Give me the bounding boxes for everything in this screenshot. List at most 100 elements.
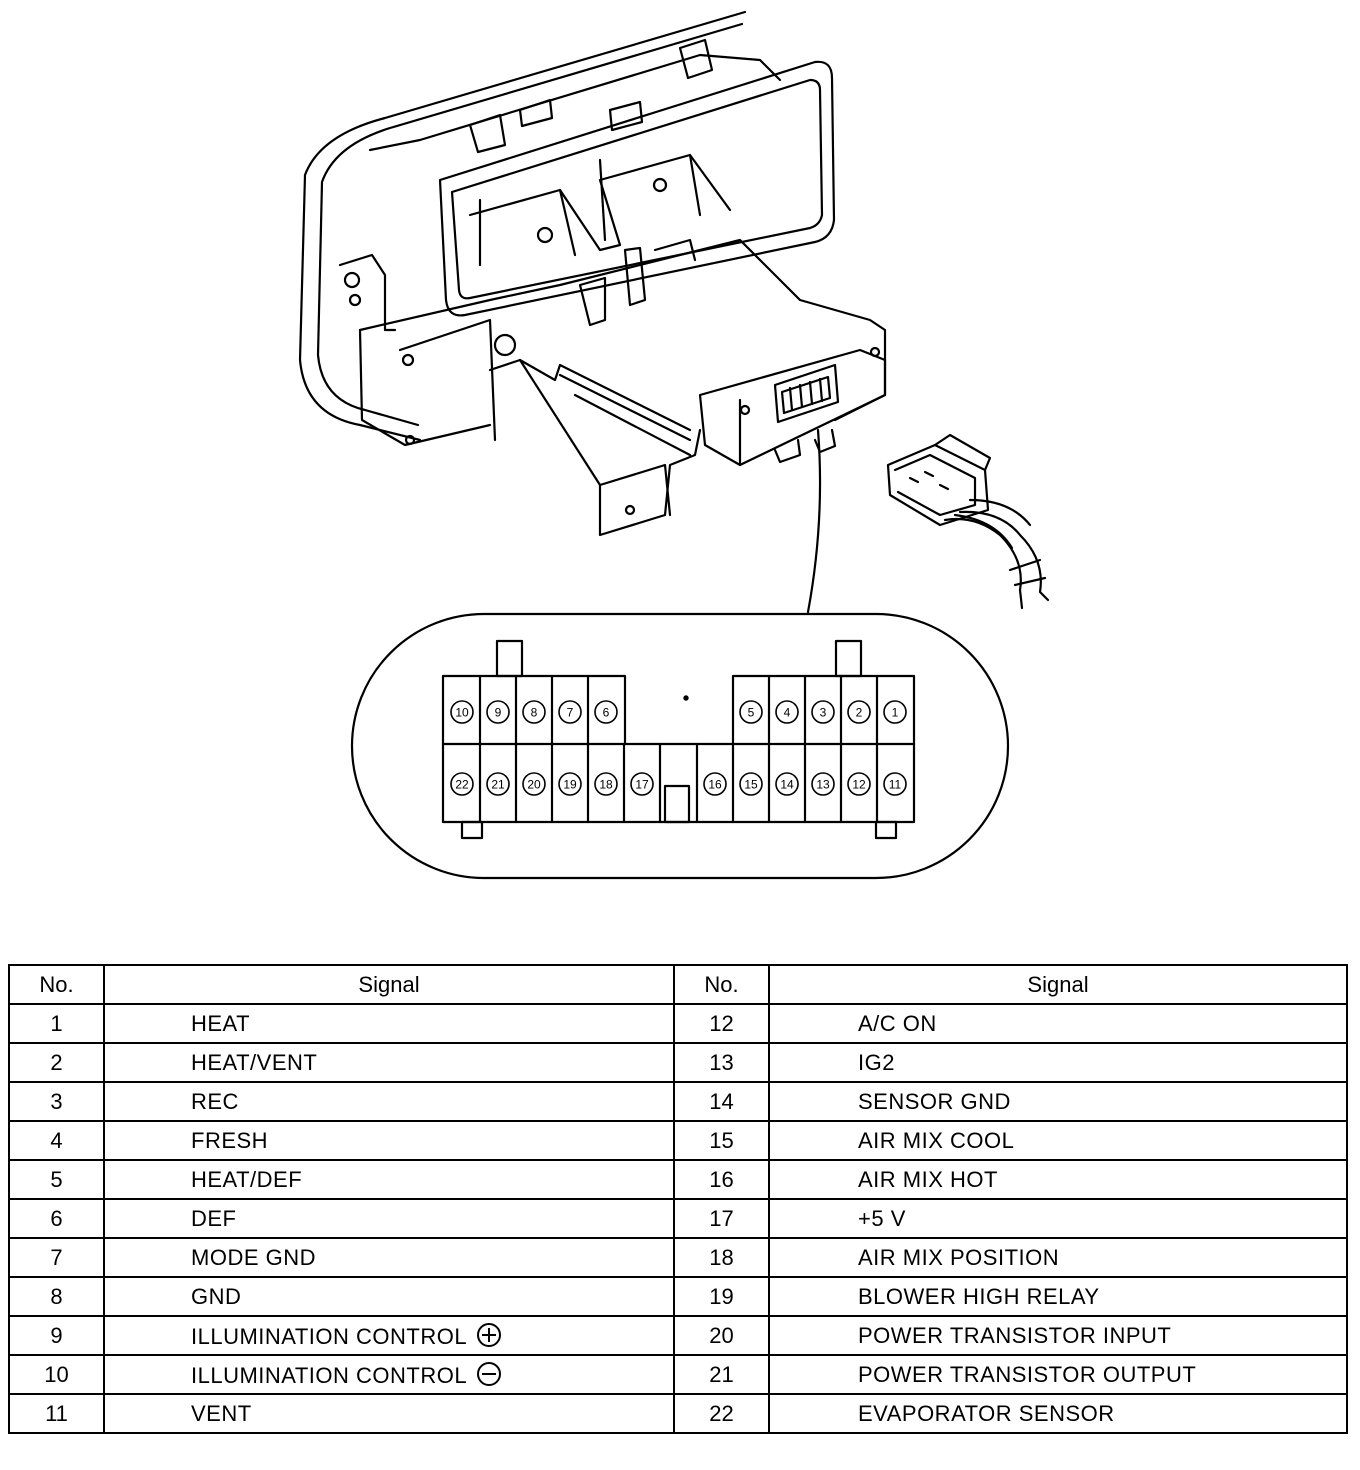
pin-number-left: 2 <box>50 1049 63 1075</box>
connector-pin-22: 22 <box>450 772 474 796</box>
connector-pin-number: 12 <box>852 778 866 792</box>
pin-number-right: 18 <box>709 1244 734 1270</box>
pin-number-left: 3 <box>50 1088 63 1114</box>
connector-pin-2: 2 <box>847 700 871 724</box>
table-row: 6 DEF 17 +5 V <box>8 1198 1348 1239</box>
connector-pin-20: 20 <box>522 772 546 796</box>
table-row: 3 REC 14 SENSOR GND <box>8 1081 1348 1122</box>
pin-number-right: 14 <box>709 1088 734 1114</box>
connector-pin-number: 4 <box>784 706 791 720</box>
pin-number-left: 8 <box>50 1283 63 1309</box>
connector-pin-12: 12 <box>847 772 871 796</box>
pin-number-right: 22 <box>709 1400 734 1426</box>
pin-number-left: 11 <box>45 1400 68 1426</box>
signal-name-right: EVAPORATOR SENSOR <box>858 1400 1115 1426</box>
signal-name-left: FRESH <box>191 1127 269 1153</box>
pin-number-left: 9 <box>50 1322 63 1348</box>
connector-pin-17: 17 <box>630 772 654 796</box>
connector-face-detail <box>350 612 1010 880</box>
pin-number-right: 17 <box>709 1205 734 1231</box>
header-signal-left: Signal <box>103 964 675 1005</box>
connector-pin-number: 10 <box>455 706 469 720</box>
connector-pin-13: 13 <box>811 772 835 796</box>
pin-number-left: 4 <box>50 1127 63 1153</box>
signal-name-right: SENSOR GND <box>858 1088 1011 1114</box>
signal-name-right: AIR MIX POSITION <box>858 1244 1060 1270</box>
connector-pin-8: 8 <box>522 700 546 724</box>
connector-pin-number: 15 <box>744 778 758 792</box>
pin-number-left: 6 <box>50 1205 63 1231</box>
leader-line <box>806 428 822 614</box>
connector-pin-number: 3 <box>820 706 827 720</box>
heater-control-unit <box>298 10 887 537</box>
pin-number-right: 12 <box>709 1010 734 1036</box>
signal-name-right: POWER TRANSISTOR INPUT <box>858 1322 1172 1348</box>
connector-pin-number: 9 <box>495 706 502 720</box>
signal-name-right: +5 V <box>858 1205 906 1231</box>
pin-number-left: 5 <box>50 1166 63 1192</box>
signal-name-right: AIR MIX COOL <box>858 1127 1015 1153</box>
signal-name-left: MODE GND <box>191 1244 316 1270</box>
connector-pin-number: 8 <box>531 706 538 720</box>
connector-pin-14: 14 <box>775 772 799 796</box>
connector-pin-21: 21 <box>486 772 510 796</box>
connector-pin-number: 14 <box>780 778 794 792</box>
connector-pin-number: 22 <box>455 778 469 792</box>
signal-name-left: REC <box>191 1088 239 1114</box>
signal-name-left: HEAT/DEF <box>191 1166 303 1192</box>
connector-pin-1: 1 <box>883 700 907 724</box>
signal-name-right: POWER TRANSISTOR OUTPUT <box>858 1361 1197 1387</box>
pin-number-left: 1 <box>50 1010 63 1036</box>
signal-name-left: HEAT/VENT <box>191 1049 318 1075</box>
signal-name-left: DEF <box>191 1205 237 1231</box>
connector-pin-11: 11 <box>883 772 907 796</box>
circled-plus-icon <box>477 1323 502 1347</box>
connector-pin-10: 10 <box>450 700 474 724</box>
connector-pin-3: 3 <box>811 700 835 724</box>
pin-number-right: 13 <box>709 1049 734 1075</box>
connector-pin-number: 2 <box>856 706 863 720</box>
table-row: 2 HEAT/VENT 13 IG2 <box>8 1042 1348 1083</box>
connector-pin-16: 16 <box>703 772 727 796</box>
connector-pin-4: 4 <box>775 700 799 724</box>
header-no-right: No. <box>673 964 770 1005</box>
table-row: 11 VENT 22 EVAPORATOR SENSOR <box>8 1393 1348 1434</box>
table-row: 7 MODE GND 18 AIR MIX POSITION <box>8 1237 1348 1278</box>
connector-pin-number: 13 <box>816 778 830 792</box>
signal-name-right: A/C ON <box>858 1010 937 1036</box>
pin-number-left: 10 <box>44 1361 69 1387</box>
connector-pin-6: 6 <box>594 700 618 724</box>
signal-name-right: BLOWER HIGH RELAY <box>858 1283 1100 1309</box>
harness-plug <box>886 433 1050 610</box>
connector-pin-5: 5 <box>739 700 763 724</box>
header-no-left: No. <box>8 964 105 1005</box>
signal-name-left: HEAT <box>191 1010 251 1036</box>
connector-pin-7: 7 <box>558 700 582 724</box>
connector-pin-number: 21 <box>491 778 505 792</box>
circled-minus-icon <box>477 1362 502 1386</box>
pin-number-left: 7 <box>50 1244 63 1270</box>
header-signal-right: Signal <box>768 964 1348 1005</box>
signal-name-left: VENT <box>191 1400 252 1426</box>
table-row: 8 GND 19 BLOWER HIGH RELAY <box>8 1276 1348 1317</box>
signal-name-right: IG2 <box>858 1049 895 1075</box>
pin-number-right: 16 <box>709 1166 734 1192</box>
connector-pin-number: 11 <box>889 778 902 792</box>
pin-number-right: 19 <box>709 1283 734 1309</box>
connector-pin-number: 18 <box>599 778 613 792</box>
connector-pin-number: 16 <box>708 778 722 792</box>
connector-pin-18: 18 <box>594 772 618 796</box>
connector-pin-19: 19 <box>558 772 582 796</box>
connector-pin-number: 6 <box>603 706 610 720</box>
connector-pin-number: 5 <box>748 706 755 720</box>
connector-pin-9: 9 <box>486 700 510 724</box>
signal-name-left: ILLUMINATION CONTROL <box>191 1363 468 1388</box>
table-header-row: No. Signal No. Signal <box>8 964 1348 1005</box>
signal-name-left: GND <box>191 1283 242 1309</box>
